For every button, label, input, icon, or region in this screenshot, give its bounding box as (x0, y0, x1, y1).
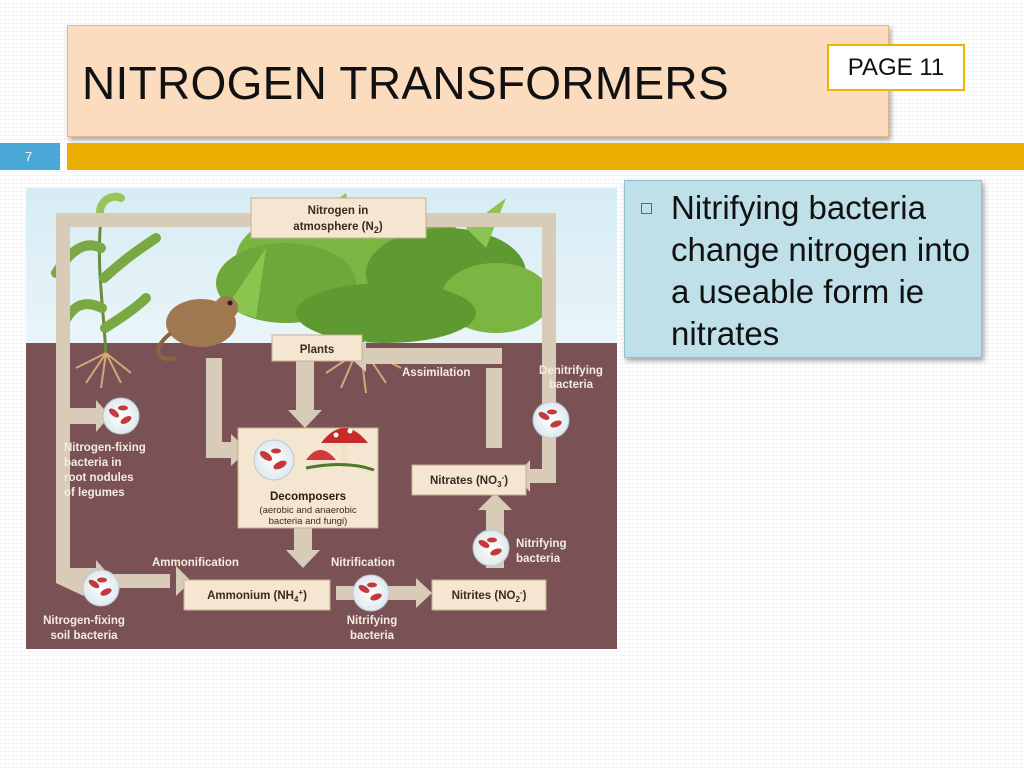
bacteria-nitrifying-lower (352, 574, 390, 612)
nitrites-box (431, 579, 547, 611)
assimilation-label: Assimilation (402, 367, 470, 379)
slide-title: NITROGEN TRANSFORMERS (82, 57, 729, 109)
nitrites-label: Nitrites (NO2-) (452, 588, 527, 604)
n2-label-line2: atmosphere (N2) (293, 221, 383, 235)
bacteria-root-nodule (102, 397, 140, 435)
nitrifying-upper-label-2: bacteria (516, 553, 561, 565)
roots (75, 352, 402, 394)
mouse (156, 296, 238, 361)
ammonium-label: Ammonium (NH4+) (207, 588, 307, 604)
denitrifying-label-2: bacteria (549, 379, 594, 391)
nitrogen-cycle-svg: Nitrogen in atmosphere (N2) Plants Assim… (26, 188, 617, 649)
mushroom-icon (305, 428, 375, 472)
nitrifying-lower-label-1: Nitrifying (347, 615, 397, 627)
slide-number: 7 (25, 149, 33, 164)
bacteria-nitrifying-upper (472, 529, 510, 567)
slide-number-box: 7 (0, 143, 60, 170)
ammonium-box (183, 579, 331, 611)
page-badge: PAGE 11 (827, 44, 965, 91)
nfix-soil-label-2: soil bacteria (50, 630, 118, 642)
nitrates-box (411, 464, 527, 496)
bacteria-decomposers (253, 439, 295, 481)
decomposers-sub2: bacteria and fungi) (269, 516, 348, 527)
square-bullet-icon (641, 203, 652, 214)
legume-plant (51, 192, 161, 359)
decomposers-label: Decomposers (270, 491, 346, 503)
nfix-root-label-3: root nodules (64, 472, 134, 484)
bullet-text: Nitrifying bacteria change nitrogen into… (671, 189, 971, 352)
nitrifying-upper-label-1: Nitrifying (516, 538, 566, 550)
plants-box (271, 334, 363, 362)
ammonification-label: Ammonification (152, 557, 239, 569)
nfix-root-label-4: of legumes (64, 487, 125, 499)
bacteria-soil (82, 569, 120, 607)
decomposers-sub1: (aerobic and anaerobic (259, 505, 356, 516)
n2-box (250, 197, 427, 239)
nfix-root-label-2: bacteria in (64, 457, 122, 469)
nfix-root-label-1: Nitrogen-fixing (64, 442, 146, 454)
nitrates-label: Nitrates (NO3-) (430, 473, 508, 489)
nitrogen-cycle-diagram: Nitrogen in atmosphere (N2) Plants Assim… (26, 188, 617, 649)
accent-bar (67, 143, 1024, 170)
nitrifying-lower-label-2: bacteria (350, 630, 395, 642)
plants-label: Plants (300, 344, 335, 356)
n2-label-line1: Nitrogen in (308, 205, 369, 217)
nfix-soil-label-1: Nitrogen-fixing (43, 615, 125, 627)
denitrifying-label-1: Denitrifying (539, 365, 603, 377)
title-box: NITROGEN TRANSFORMERS (67, 25, 889, 137)
nitrification-label: Nitrification (331, 557, 395, 569)
content-text-box: Nitrifying bacteria change nitrogen into… (624, 180, 982, 358)
bacteria-denitrifying (532, 401, 570, 439)
